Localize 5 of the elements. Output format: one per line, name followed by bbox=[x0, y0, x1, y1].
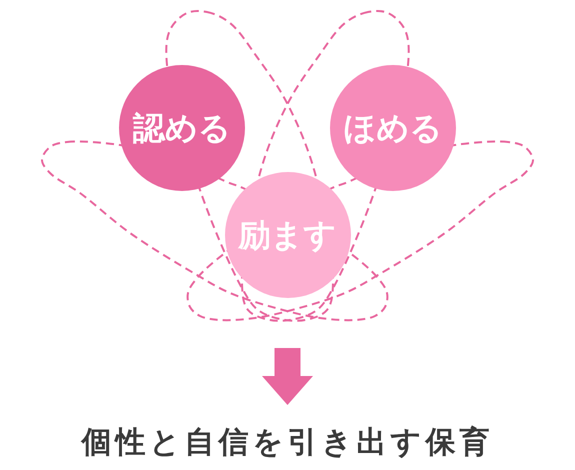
circle-label: ほめる bbox=[344, 110, 442, 146]
block-arrow bbox=[262, 348, 313, 405]
circle-label: 励ます bbox=[238, 217, 336, 253]
circle-label: 認める bbox=[133, 110, 231, 146]
result-text: 個性と自信を引き出す保育 bbox=[82, 426, 494, 460]
